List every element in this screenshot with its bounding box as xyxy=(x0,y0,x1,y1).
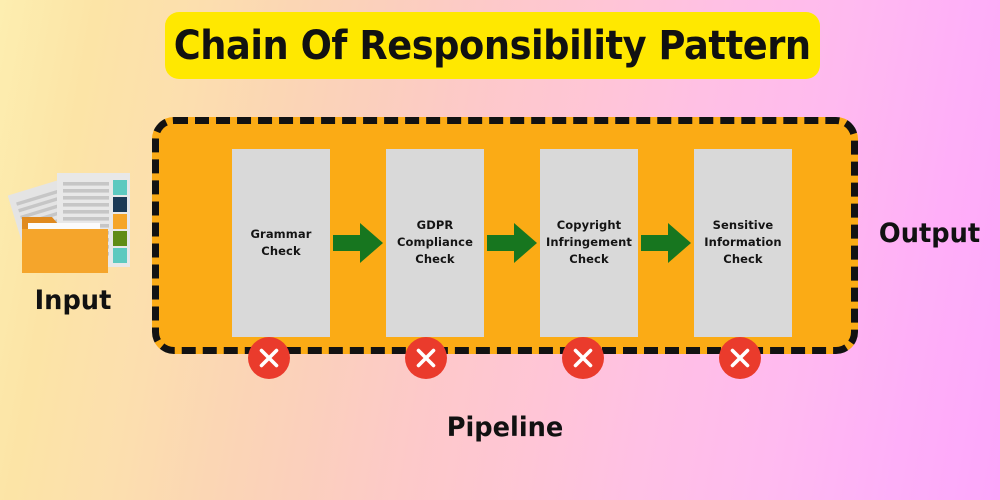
output-label: Output xyxy=(878,218,981,249)
stage-label-line2: Compliance xyxy=(396,235,473,249)
flow-arrow-1 xyxy=(330,220,386,266)
arrow-right-icon xyxy=(641,222,691,263)
stage-box-grammar-check[interactable]: Grammar Check xyxy=(232,148,330,337)
input-label: Input xyxy=(34,285,112,316)
reject-marker-2[interactable] xyxy=(405,337,447,379)
stage-label-line1: GDPR xyxy=(416,218,454,232)
flow-arrow-3 xyxy=(638,220,694,266)
stage-box-copyright-infringement-check[interactable]: Copyright Infringement Check xyxy=(540,148,638,337)
stage-label-line3: Check xyxy=(723,252,763,266)
stage-label-line2: Infringement xyxy=(546,235,632,249)
stage-label-line3: Check xyxy=(569,252,609,266)
reject-marker-3[interactable] xyxy=(562,337,604,379)
title-banner: Chain Of Responsibility Pattern xyxy=(165,12,820,79)
stage-label: Grammar Check xyxy=(248,226,315,260)
input-group: Input xyxy=(7,165,143,330)
close-x-icon xyxy=(573,348,593,368)
stage-label-line2: Check xyxy=(261,243,301,258)
reject-marker-1[interactable] xyxy=(248,337,290,379)
pipeline-stage-row: Grammar Check GDPR Compliance Check xyxy=(159,124,865,361)
flow-arrow-2 xyxy=(484,220,540,266)
stage-label-line1: Sensitive xyxy=(712,218,774,232)
stage-label: Sensitive Information Check xyxy=(701,217,784,268)
stage-label: Copyright Infringement Check xyxy=(543,217,635,268)
stage-box-gdpr-compliance-check[interactable]: GDPR Compliance Check xyxy=(386,148,484,337)
stage-label-line1: Grammar xyxy=(250,226,312,241)
close-x-icon xyxy=(730,348,750,368)
pipeline-container: Grammar Check GDPR Compliance Check xyxy=(152,117,858,354)
page-title: Chain Of Responsibility Pattern xyxy=(174,22,811,69)
stage-label-line2: Information xyxy=(704,235,782,249)
arrow-right-icon xyxy=(487,222,537,263)
stage-label: GDPR Compliance Check xyxy=(394,217,476,268)
arrow-right-icon xyxy=(333,222,383,263)
stage-label-line1: Copyright xyxy=(556,218,622,232)
close-x-icon xyxy=(259,348,279,368)
reject-marker-4[interactable] xyxy=(719,337,761,379)
stage-box-sensitive-information-check[interactable]: Sensitive Information Check xyxy=(694,148,792,337)
documents-folder-icon xyxy=(7,165,138,277)
stage-label-line3: Check xyxy=(415,252,455,266)
close-x-icon xyxy=(416,348,436,368)
pipeline-caption: Pipeline xyxy=(446,412,564,443)
